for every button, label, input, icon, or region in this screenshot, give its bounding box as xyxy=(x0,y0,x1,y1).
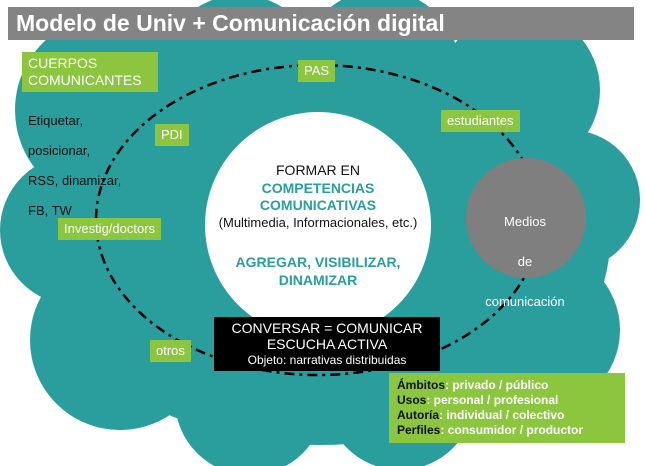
conversar-line3: Objeto: narrativas distribuidas xyxy=(247,353,407,367)
ambitos-row: Ámbitos: privado / público xyxy=(397,378,617,393)
center-dinamizar: DINAMIZAR xyxy=(278,272,358,288)
medios-circle xyxy=(466,158,586,278)
ambitos-key: Autoría xyxy=(397,408,439,422)
conversar-box: CONVERSAR = COMUNICAR ESCUCHA ACTIVA Obj… xyxy=(214,317,440,371)
list-item: FB, TW xyxy=(28,203,72,218)
tag-otros: otros xyxy=(150,340,191,362)
center-formar: FORMAR EN xyxy=(276,162,360,178)
conversar-line1: CONVERSAR = COMUNICAR xyxy=(231,320,423,336)
medios-line: de xyxy=(517,254,533,269)
list-item: RSS, dinamizar, xyxy=(28,173,122,188)
ambitos-value: : privado / público xyxy=(445,378,549,392)
ambitos-row: Autoría: individual / colectivo xyxy=(397,408,617,423)
tag-pas: PAS xyxy=(298,60,336,82)
page-title: Modelo de Univ + Comunicación digital xyxy=(8,7,634,40)
cuerpos-comunicantes-box: CUERPOS COMUNICANTES xyxy=(22,52,158,92)
ambitos-value: : consumidor / productor xyxy=(440,423,584,437)
ambitos-box: Ámbitos: privado / público Usos: persona… xyxy=(389,373,625,443)
tag-estudiantes: estudiantes xyxy=(441,110,520,132)
ambitos-value: : individual / colectivo xyxy=(439,408,565,422)
list-item: Etiquetar, xyxy=(28,113,83,128)
center-multimedia: (Multimedia, Informacionales, etc.) xyxy=(218,215,418,230)
medios-label: Medios de comunicación xyxy=(470,192,580,332)
ambitos-row: Usos: personal / profesional xyxy=(397,393,617,408)
ambitos-value: : personal / profesional xyxy=(426,393,559,407)
ambitos-key: Usos xyxy=(397,393,427,407)
ambitos-row: Perfiles: consumidor / productor xyxy=(397,423,617,438)
center-comunicativas: COMUNICATIVAS xyxy=(259,197,377,213)
medios-line: comunicación xyxy=(485,294,565,309)
conversar-line2: ESCUCHA ACTIVA xyxy=(266,336,388,352)
center-circle xyxy=(205,112,431,338)
medios-line: Medios xyxy=(504,214,546,229)
cuerpos-actions-list: Etiquetar, posicionar, RSS, dinamizar, F… xyxy=(28,98,158,233)
ambitos-key: Perfiles xyxy=(397,423,441,437)
list-item: posicionar, xyxy=(28,143,91,158)
center-agregar: AGREGAR, VISIBILIZAR, xyxy=(235,254,401,270)
tag-pdi: PDI xyxy=(155,124,189,146)
tag-investig: Investig/doctors xyxy=(58,218,162,240)
center-competencias: COMPETENCIAS xyxy=(261,180,375,196)
ambitos-key: Ámbitos xyxy=(397,378,445,392)
